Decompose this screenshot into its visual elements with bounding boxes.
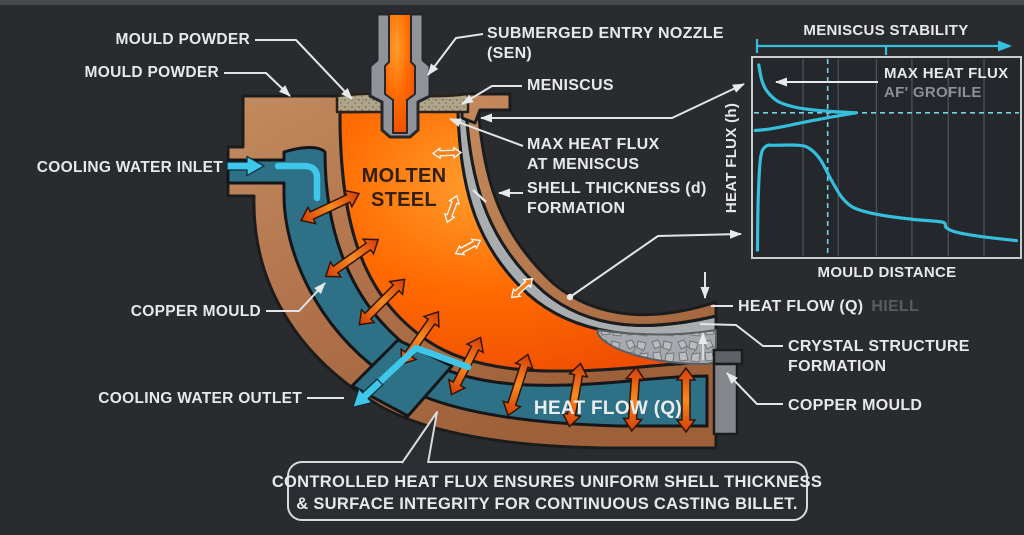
caption-box [287,461,808,521]
leader-copper-mould-right [726,372,783,405]
water-flow [226,155,472,415]
label-molten-steel-1: MOLTEN [362,165,447,187]
leader-sen [427,33,484,76]
caption-line1: CONTROLLED HEAT FLUX ENSURES UNIFORM SHE… [272,473,822,491]
leader-mould-powder-2 [224,72,291,97]
label-mould-powder-1: MOULD POWDER [116,31,250,48]
chart-y-axis-label: HEAT FLUX (h) [723,103,740,213]
connector-meniscus-to-chart [480,83,745,123]
caption-pointer-mask [404,461,426,465]
crystal-structure-zone [596,329,717,365]
sen-nozzle-core [384,13,416,134]
label-copper-mould-right: COPPER MOULD [788,397,922,414]
chart-series-meniscus-spike-lower [753,111,858,133]
leader-mould-powder-1 [255,39,353,100]
label-max-heat-flux-1: MAX HEAT FLUX [527,136,660,153]
label-crystal-1: CRYSTAL STRUCTURE [788,338,970,355]
chart-annotation-1: MAX HEAT FLUX [884,65,1008,82]
caption-line2: & SURFACE INTEGRITY FOR CONTINUOUS CASTI… [296,495,797,513]
label-molten-steel-2: STEEL [371,189,437,211]
connector-shell-to-chart [569,229,742,298]
label-meniscus: MENISCUS [527,77,614,94]
copper-mould-outer-band [464,102,718,327]
label-mould-powder-2: MOULD POWDER [85,64,219,81]
outlet-flow-line [368,344,472,393]
leader-max-heat-flux [449,118,524,147]
label-sen-line1: SUBMERGED ENTRY NOZZLE [487,25,724,42]
label-cooling-water-outlet: COOLING WATER OUTLET [98,390,302,407]
top-strip [0,0,1024,5]
meniscus-stability-ticks [755,39,888,55]
label-heat-flow-water: HEAT FLOW (Q) [534,398,682,419]
chart-series-meniscus-spike-upper [757,63,858,115]
leader-lines [224,33,783,405]
label-copper-mould-left: COPPER MOULD [131,303,261,320]
label-shell-thickness-1: SHELL THICKNESS (d) [527,180,707,197]
end-block-step [712,348,744,366]
leader-crystal-structure [699,323,783,347]
caption-pointer [401,411,438,464]
label-sen-line2: (SEN) [487,45,532,62]
chart-series-heat-flux-profile [755,143,1018,252]
chart-title: MENISCUS STABILITY [803,22,968,39]
chart-plot-area [753,59,1019,256]
label-shell-thickness-2: FORMATION [527,200,625,217]
label-heat-flow-right-garbled: HIELL [871,298,919,315]
chart-frame [751,56,1022,259]
inlet-flow-line [274,162,321,202]
heat-flux-chart: MENISCUS STABILITY MAX HEAT FLUX AF' GRO… [723,22,1022,281]
label-max-heat-flux-2: AT MENISCUS [527,156,639,173]
label-cooling-water-inlet: COOLING WATER INLET [37,159,223,176]
chart-x-axis-label: MOULD DISTANCE [818,264,957,281]
connector-dot [566,293,574,301]
chart-annotation-2: AF' GROFILE [884,84,982,101]
leader-copper-mould-left [266,282,326,312]
label-heat-flow-right-main: HEAT FLOW (Q) [738,298,863,315]
diagram-labels: MOULD POWDER MOULD POWDER COOLING WATER … [37,25,970,419]
label-heat-flow-right: HEAT FLOW (Q) HIELL [738,298,919,315]
shell-thickness-tick [472,189,487,203]
caption-callout: CONTROLLED HEAT FLUX ENSURES UNIFORM SHE… [272,411,822,521]
label-crystal-2: FORMATION [788,358,886,375]
end-block-slab [712,362,739,436]
